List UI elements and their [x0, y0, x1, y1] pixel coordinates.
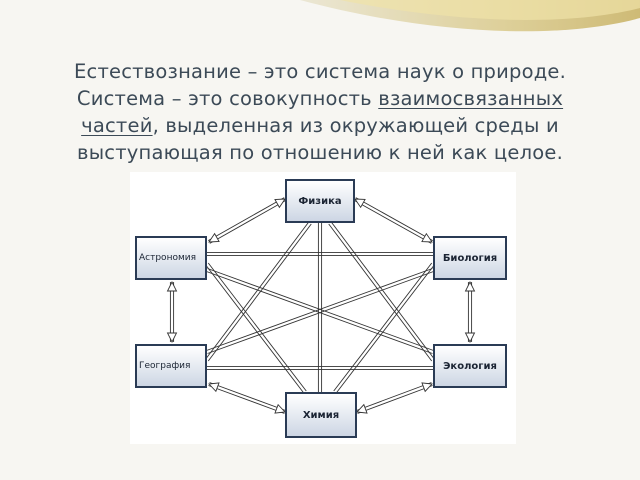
arrow-physics-astronomy: [207, 197, 287, 244]
corner-decoration: [300, 0, 640, 32]
arrow-ecology-chemistry: [356, 382, 433, 414]
sciences-diagram: Физика Астрономия Биология География Эко…: [130, 172, 516, 444]
text-line-2-prefix: Система – это совокупность: [76, 87, 379, 110]
parts-link[interactable]: частей: [81, 114, 153, 137]
link-geography-ecology: [207, 365, 433, 371]
definition-text: Естествознание – это система наук о прир…: [30, 58, 610, 166]
node-biology: Биология: [433, 236, 507, 280]
link-physics-chemistry: [317, 223, 323, 392]
link-physics-geography: [205, 221, 312, 362]
text-line-3-suffix: , выделенная из окружающей среды и: [152, 114, 559, 137]
node-chemistry: Химия: [285, 392, 357, 438]
text-line-2: Система – это совокупность взаимосвязанн…: [30, 85, 610, 112]
text-line-3: частей, выделенная из окружающей среды и: [30, 112, 610, 139]
text-line-4: выступающая по отношению к ней как целое…: [77, 141, 563, 164]
node-geography: География: [135, 344, 207, 388]
link-biology-chemistry: [333, 262, 435, 394]
arrow-geography-chemistry: [208, 382, 286, 414]
arrow-biology-ecology: [464, 280, 476, 344]
node-ecology: Экология: [433, 344, 507, 388]
node-physics: Физика: [285, 179, 355, 223]
link-astronomy-chemistry: [205, 262, 307, 394]
link-physics-ecology: [328, 221, 435, 362]
node-astronomy: Астрономия: [135, 236, 207, 280]
link-astronomy-biology: [207, 251, 433, 257]
connections: [166, 197, 476, 414]
arrow-physics-biology: [354, 197, 433, 244]
arrow-astronomy-geography: [166, 280, 178, 344]
text-line-1: Естествознание – это система наук о прир…: [74, 60, 566, 83]
link-biology-geography: [206, 268, 434, 354]
interconnected-link[interactable]: взаимосвязанных: [378, 87, 564, 110]
